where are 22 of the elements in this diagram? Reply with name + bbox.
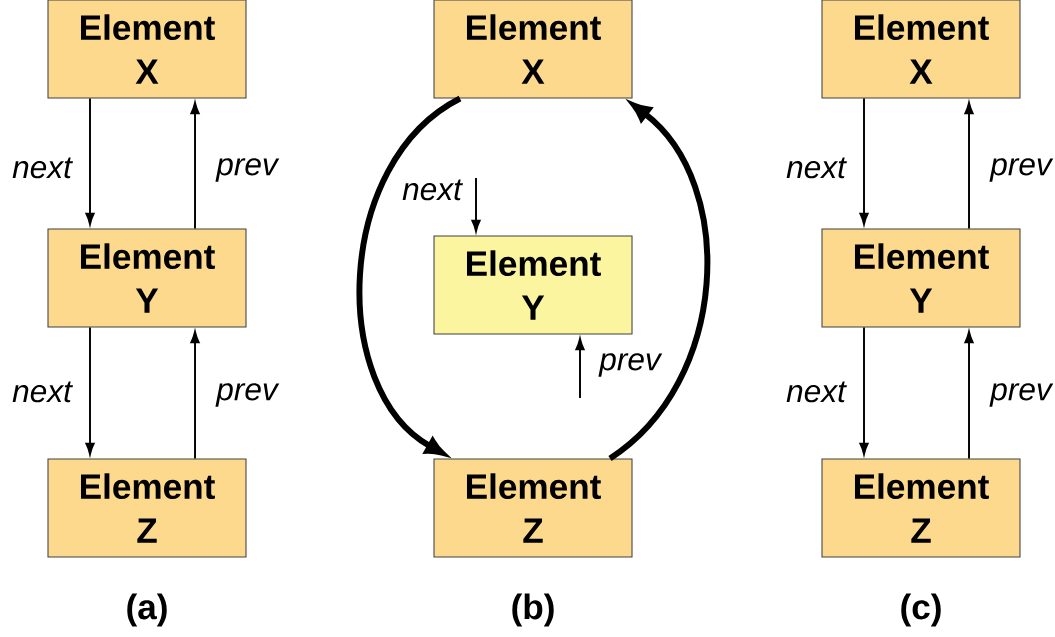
element-box: Element Z <box>47 458 247 558</box>
element-box: Element X <box>433 0 633 99</box>
edge-label: prev <box>988 381 1054 409</box>
panel-label: (a) <box>127 593 167 627</box>
edge-label: prev <box>214 381 280 409</box>
edge-label: next <box>784 155 848 181</box>
element-box: Element Y <box>433 235 633 335</box>
panel-label: (c) <box>901 593 941 627</box>
edge-label: next <box>10 155 74 181</box>
panel-label: (b) <box>512 593 554 627</box>
edge-label: prev <box>214 156 280 184</box>
element-box: Element Z <box>433 458 633 558</box>
element-box: Element Y <box>47 228 247 328</box>
edge-label: next <box>400 177 464 203</box>
element-box: Element Y <box>821 228 1021 328</box>
edge-label: next <box>784 379 848 405</box>
arrow <box>357 96 462 456</box>
element-box: Element X <box>47 0 247 99</box>
edge-label: next <box>10 379 74 405</box>
element-box: Element X <box>821 0 1021 99</box>
edge-label: prev <box>988 156 1054 184</box>
element-box: Element Z <box>821 458 1021 558</box>
